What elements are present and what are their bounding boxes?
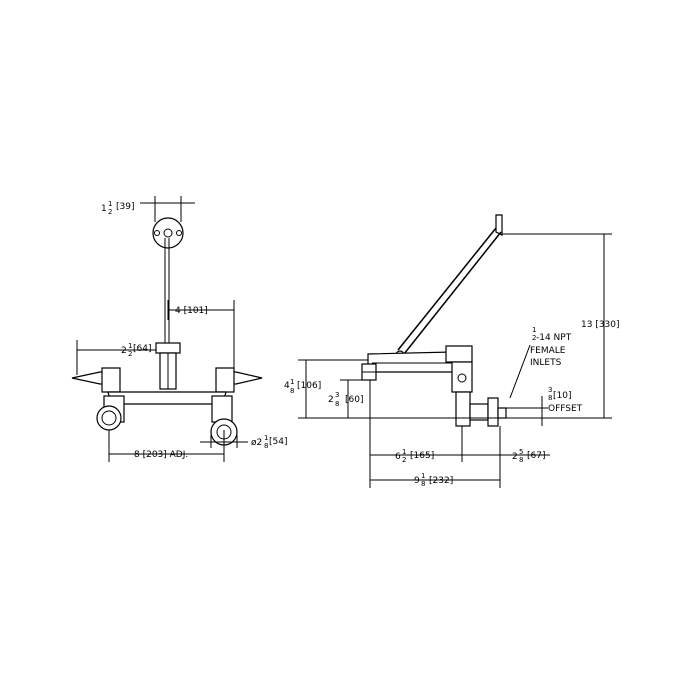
dim-15-num: 1 bbox=[108, 200, 112, 208]
dim-41-num: 1 bbox=[290, 378, 294, 386]
dim-4-label: 4 [101] bbox=[175, 306, 208, 316]
dia-mm: [54] bbox=[269, 437, 287, 447]
dim-65-num: 1 bbox=[402, 448, 406, 456]
dim-23-den: 8 bbox=[335, 400, 339, 408]
flange-screw-left bbox=[154, 230, 160, 236]
dim-41-mm: [106] bbox=[297, 381, 321, 391]
dim-13-label: 13 [330] bbox=[581, 320, 620, 330]
spout-top bbox=[155, 342, 181, 354]
dim-65-den: 2 bbox=[402, 456, 406, 464]
dim-15-mm: [39] bbox=[116, 202, 134, 212]
right-valve bbox=[215, 367, 235, 393]
npt-leader bbox=[509, 344, 531, 399]
inlet-pipe bbox=[497, 407, 507, 419]
npt-den: 2 bbox=[532, 334, 536, 342]
offset-den: 8 bbox=[548, 394, 552, 402]
dim-91-den: 8 bbox=[421, 480, 425, 488]
dim-23-whole: 2 bbox=[328, 395, 334, 405]
dim-91-num: 1 bbox=[421, 472, 425, 480]
dim-25b-num: 5 bbox=[519, 448, 523, 456]
offset-num: 3 bbox=[548, 386, 552, 394]
spout-arm bbox=[367, 351, 459, 373]
dim-65-whole: 6 bbox=[395, 452, 401, 462]
wall-bracket bbox=[495, 214, 503, 236]
left-flange bbox=[96, 405, 122, 431]
valve-head bbox=[445, 345, 473, 363]
offset-label: OFFSET bbox=[548, 404, 583, 414]
dim-91-mm: [232] bbox=[429, 476, 453, 486]
dia-den: 8 bbox=[264, 442, 268, 450]
npt-num: 1 bbox=[532, 326, 536, 334]
brace-arm-top bbox=[397, 227, 497, 351]
valve-port bbox=[457, 373, 467, 383]
dim-23-num: 3 bbox=[335, 391, 339, 399]
dim-65-mm: [165] bbox=[410, 451, 434, 461]
dim-25b-den: 8 bbox=[519, 456, 523, 464]
left-flange-inner bbox=[101, 410, 117, 426]
dia-num: 1 bbox=[264, 434, 268, 442]
side-view: 13 [330] 1 2 -14 NPT FEMALE INLETS 3 8 [… bbox=[284, 214, 620, 488]
left-valve bbox=[101, 367, 121, 393]
front-view: 1 1 2 [39] 4 [101] 2 1 2 [64] bbox=[71, 196, 287, 462]
dim-25-whole: 2 bbox=[121, 346, 127, 356]
flange-screw-right bbox=[176, 230, 182, 236]
npt-line3: INLETS bbox=[530, 358, 562, 368]
valve-stem bbox=[455, 391, 471, 427]
dim-25b-whole: 2 bbox=[512, 452, 518, 462]
right-inlet bbox=[211, 395, 233, 423]
dim-25-mm: [64] bbox=[133, 344, 151, 354]
wall-flange bbox=[152, 217, 184, 249]
dia-prefix: ø2 bbox=[251, 438, 262, 448]
dim-91-whole: 9 bbox=[414, 476, 420, 486]
dim-25-num: 1 bbox=[128, 342, 132, 350]
npt-rest: -14 NPT bbox=[536, 333, 572, 343]
dim-25b-mm: [67] bbox=[527, 451, 545, 461]
dim-15-whole: 1 bbox=[101, 204, 107, 214]
dim-25-den: 2 bbox=[128, 350, 132, 358]
flange-center bbox=[163, 228, 173, 238]
valve-body bbox=[451, 361, 473, 393]
brace-arm-bottom bbox=[403, 231, 502, 355]
offset-mm: [10] bbox=[553, 391, 571, 401]
dim-8-label: 8 [203] ADJ. bbox=[134, 450, 188, 460]
dim-15-den: 2 bbox=[108, 208, 112, 216]
inlet-flange bbox=[487, 397, 499, 427]
dim-23-mm: [60] bbox=[345, 395, 363, 405]
dim-41-den: 8 bbox=[290, 387, 294, 395]
body-bar bbox=[107, 391, 227, 405]
dim-41-whole: 4 bbox=[284, 381, 290, 391]
npt-line2: FEMALE bbox=[530, 346, 566, 356]
